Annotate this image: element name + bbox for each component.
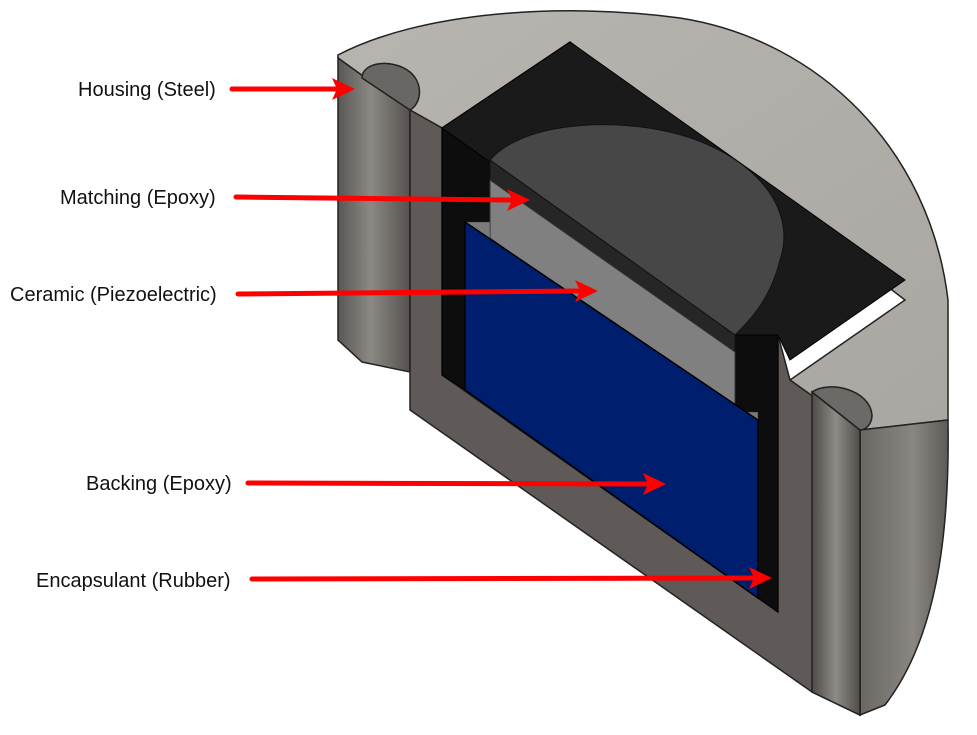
label-backing: Backing (Epoxy) — [86, 473, 232, 495]
backing-section-face — [464, 220, 759, 600]
housing-top-surface — [337, 10, 949, 431]
housing-right-hole-top — [810, 386, 873, 431]
arrow-ceramic — [235, 280, 598, 302]
label-housing: Housing (Steel) — [78, 79, 216, 101]
housing-outer-wall — [859, 419, 949, 717]
arrow-backing — [245, 473, 666, 495]
arrow-housing — [229, 78, 355, 100]
housing-left-hole-wall — [337, 56, 411, 373]
housing-right-hole-wall — [811, 390, 861, 717]
label-matching: Matching (Epoxy) — [60, 187, 216, 209]
housing-left-hole-top — [361, 62, 421, 111]
matching-top-disc — [489, 124, 785, 336]
label-encapsulant: Encapsulant (Rubber) — [36, 570, 231, 592]
arrow-matching — [233, 189, 530, 211]
arrow-encapsulant — [249, 567, 772, 589]
label-ceramic: Ceramic (Piezoelectric) — [10, 284, 217, 306]
